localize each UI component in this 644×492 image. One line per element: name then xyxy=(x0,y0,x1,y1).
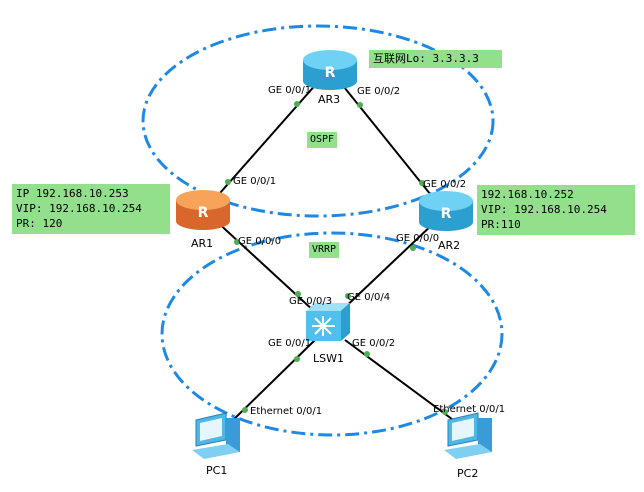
lsw1-port-ge002: GE 0/0/2 xyxy=(352,338,396,349)
pc1-label: PC1 xyxy=(206,464,228,477)
ospf-area-outline xyxy=(141,24,495,218)
port-dot xyxy=(294,101,300,107)
pc2-port-eth: Ethernet 0/0/1 xyxy=(433,404,506,415)
ar1-info-vip: VIP: 192.168.10.254 xyxy=(16,202,142,215)
svg-text:R: R xyxy=(325,65,336,81)
ar2-info-box: 192.168.10.252 VIP: 192.168.10.254 PR:11… xyxy=(477,185,635,235)
ar3-info-box: 互联网Lo: 3.3.3.3 xyxy=(369,50,502,68)
ar1-info-priority: PR: 120 xyxy=(16,217,63,230)
port-dot xyxy=(364,351,370,357)
link-ar2-lsw1 xyxy=(339,221,436,313)
pc1-port-eth: Ethernet 0/0/1 xyxy=(250,406,323,417)
ar1-port-ge001: GE 0/0/1 xyxy=(233,176,277,187)
port-dot xyxy=(234,239,240,245)
lsw1-label: LSW1 xyxy=(313,352,344,365)
vrrp-area-outline xyxy=(160,231,504,437)
ar3-port-ge001: GE 0/0/1 xyxy=(268,85,312,96)
ar2-info-vip: VIP: 192.168.10.254 xyxy=(481,203,607,216)
ar2-info-ip: 192.168.10.252 xyxy=(481,188,574,201)
ar2-label: AR2 xyxy=(438,239,461,252)
ar2-info-priority: PR:110 xyxy=(481,218,521,231)
svg-text:R: R xyxy=(441,206,452,222)
ar3-port-ge002: GE 0/0/2 xyxy=(357,86,401,97)
ar2-port-ge000: GE 0/0/0 xyxy=(396,233,440,244)
ar1-info-box: IP 192.168.10.253 VIP: 192.168.10.254 PR… xyxy=(12,184,170,234)
link-ar3-ar1 xyxy=(204,81,319,211)
lsw1-port-ge004: GE 0/0/4 xyxy=(347,292,391,303)
ar1-label: AR1 xyxy=(191,237,214,250)
port-dot xyxy=(442,409,448,415)
svg-text:R: R xyxy=(198,205,209,221)
router-ar3-icon[interactable]: R xyxy=(303,50,357,90)
pc1-icon[interactable] xyxy=(192,412,240,459)
port-dot xyxy=(410,245,416,251)
port-dots xyxy=(225,101,448,415)
port-dot xyxy=(225,179,231,185)
port-dot xyxy=(419,180,425,186)
ar3-info-text: 互联网Lo: 3.3.3.3 xyxy=(373,52,479,65)
switch-lsw1-icon[interactable] xyxy=(306,303,350,341)
ar3-label: AR3 xyxy=(318,93,341,106)
ar2-port-ge002: GE 0/0/2 xyxy=(423,179,467,190)
pc2-icon[interactable] xyxy=(444,412,492,459)
lsw1-port-ge001: GE 0/0/1 xyxy=(268,338,312,349)
pc2-label: PC2 xyxy=(457,467,479,480)
port-dot xyxy=(294,356,300,362)
router-ar2-icon[interactable]: R xyxy=(419,191,473,231)
port-dot xyxy=(345,293,351,299)
vrrp-area-label: VRRP xyxy=(309,242,340,258)
link-ar3-ar2 xyxy=(339,81,444,211)
port-dot xyxy=(295,291,301,297)
lsw1-port-ge003: GE 0/0/3 xyxy=(289,296,333,307)
ar1-info-ip: IP 192.168.10.253 xyxy=(16,187,129,200)
port-dot xyxy=(242,407,248,413)
port-dot xyxy=(357,102,363,108)
ar1-port-ge000: GE 0/0/0 xyxy=(238,236,282,247)
router-ar1-icon[interactable]: R xyxy=(176,190,230,230)
ospf-area-label: OSPF xyxy=(307,132,338,148)
